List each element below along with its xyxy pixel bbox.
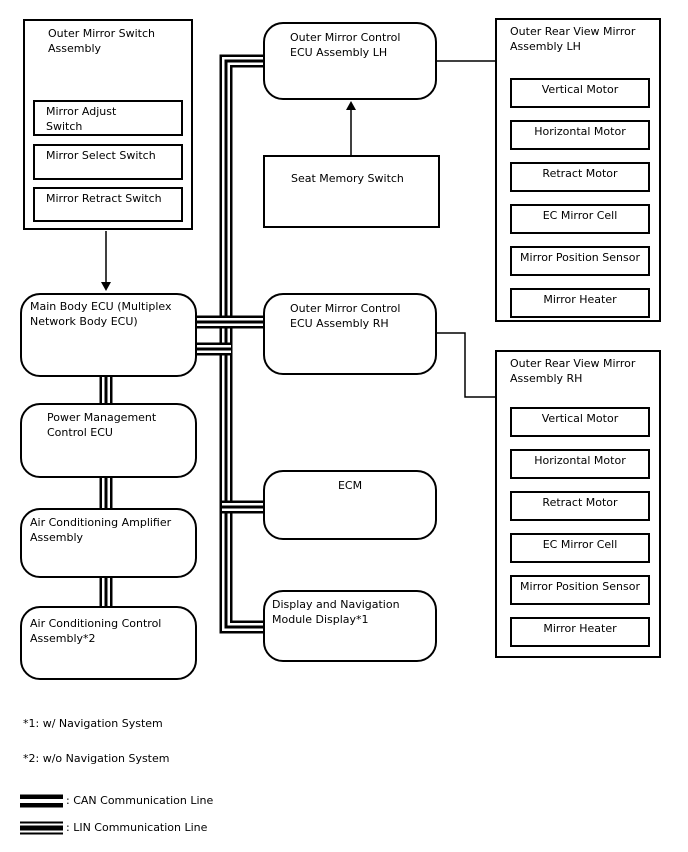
- rh-vertical-motor-box: Vertical Motor: [510, 407, 650, 437]
- power-management-ecu-box: [20, 403, 197, 478]
- rh-mirror-heater-box: Mirror Heater: [510, 617, 650, 647]
- line-mirror-ecu-rh-to-assembly-rh: [437, 332, 495, 398]
- rh-retract-motor-box: Retract Motor: [510, 491, 650, 521]
- lin-legend-label: : LIN Communication Line: [66, 821, 208, 834]
- lh-ec-mirror-cell-box: EC Mirror Cell: [510, 204, 650, 234]
- mirror-retract-switch-box: Mirror Retract Switch: [33, 187, 183, 222]
- arrow-switch-to-main-body-ecu: [101, 231, 111, 291]
- rh-ec-mirror-cell-box: EC Mirror Cell: [510, 533, 650, 563]
- seat-memory-switch-label: Seat Memory Switch: [291, 172, 404, 185]
- main-body-ecu-label: Main Body ECU (Multiplex Network Body EC…: [30, 300, 172, 328]
- rh-mirror-position-sensor-box: Mirror Position Sensor: [510, 575, 650, 605]
- mirror-assembly-lh-title: Outer Rear View Mirror Assembly LH: [510, 25, 636, 53]
- ac-amplifier-label: Air Conditioning Amplifier Assembly: [30, 516, 172, 544]
- footnote-1: *1: w/ Navigation System: [23, 717, 163, 730]
- mirror-ecu-rh-box: [263, 293, 437, 375]
- lh-mirror-position-sensor-box: Mirror Position Sensor: [510, 246, 650, 276]
- arrow-seat-memory-to-mirror-ecu-lh: [346, 101, 356, 155]
- can-legend-label: : CAN Communication Line: [66, 794, 214, 807]
- seat-memory-switch-box: [263, 155, 440, 228]
- mirror-adjust-switch-box: Mirror Adjust Switch: [33, 100, 183, 136]
- mirror-ecu-lh-box: [263, 22, 437, 100]
- display-module-label: Display and Navigation Module Display*1: [272, 598, 400, 626]
- display-module-box: [263, 590, 437, 662]
- mirror-ecu-lh-label: Outer Mirror Control ECU Assembly LH: [290, 31, 401, 59]
- ecm-box: [263, 470, 437, 540]
- mirror-ecu-rh-label: Outer Mirror Control ECU Assembly RH: [290, 302, 401, 330]
- lh-mirror-heater-box: Mirror Heater: [510, 288, 650, 318]
- mirror-assembly-rh-title: Outer Rear View Mirror Assembly RH: [510, 357, 636, 385]
- ac-control-label: Air Conditioning Control Assembly*2: [30, 617, 162, 645]
- power-management-ecu-label: Power Management Control ECU: [47, 411, 157, 439]
- ecm-label: ECM: [337, 479, 363, 492]
- mirror-select-switch-box: Mirror Select Switch: [33, 144, 183, 180]
- outer-mirror-switch-assembly-title: Outer Mirror Switch Assembly: [48, 27, 156, 55]
- lh-horizontal-motor-box: Horizontal Motor: [510, 120, 650, 150]
- footnote-2: *2: w/o Navigation System: [23, 752, 170, 765]
- ac-control-box: [20, 606, 197, 680]
- communication-bus: [219, 54, 263, 634]
- lh-retract-motor-box: Retract Motor: [510, 162, 650, 192]
- ac-amplifier-box: [20, 508, 197, 578]
- main-body-ecu-box: [20, 293, 197, 377]
- rh-horizontal-motor-box: Horizontal Motor: [510, 449, 650, 479]
- lh-vertical-motor-box: Vertical Motor: [510, 78, 650, 108]
